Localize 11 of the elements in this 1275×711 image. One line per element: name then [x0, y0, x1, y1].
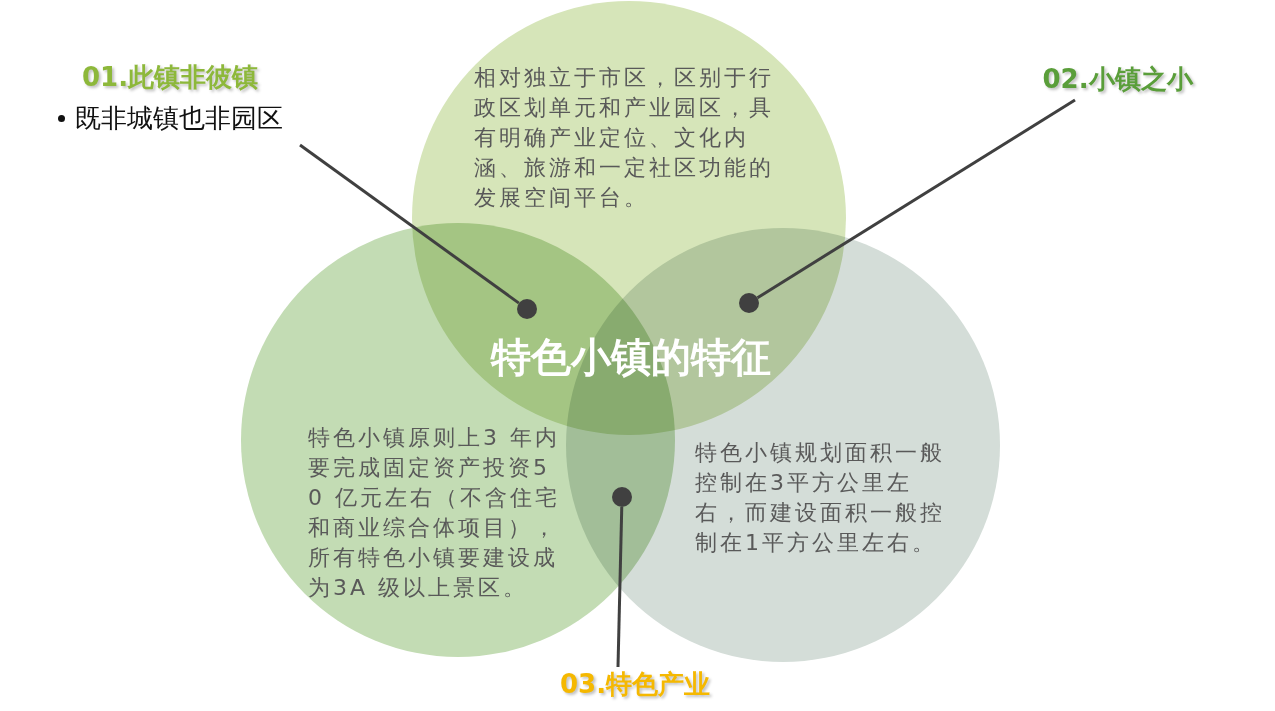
circle-text: 相对独立于市区，区别于行政区划单元和产业园区，具有明确产业定位、文化内涵、旅游和一定社区功能的发展空间平台。 [474, 64, 775, 212]
callout-heading: 02.小镇之小 [1042, 63, 1193, 96]
callout-heading: 01.此镇非彼镇 [81, 61, 259, 94]
bullet-text: 既非城镇也非园区 [74, 102, 283, 135]
circle-text: 特色小镇规划面积一般控制在3平方公里左右，而建设面积一般控制在1平方公里左右。 [695, 439, 946, 557]
callout-heading: 03.特色产业 [559, 668, 711, 701]
leader-line [756, 98, 1076, 299]
diagram-title: 特色小镇的特征 [489, 333, 772, 382]
leader-line [299, 143, 520, 305]
circle-text: 特色小镇原则上3 年内要完成固定资产投资50 亿元左右（不含住宅和商业综合体项目），所有特色小镇要建设成为3A 级以上景区。 [308, 424, 561, 602]
leader-line [616, 506, 624, 668]
